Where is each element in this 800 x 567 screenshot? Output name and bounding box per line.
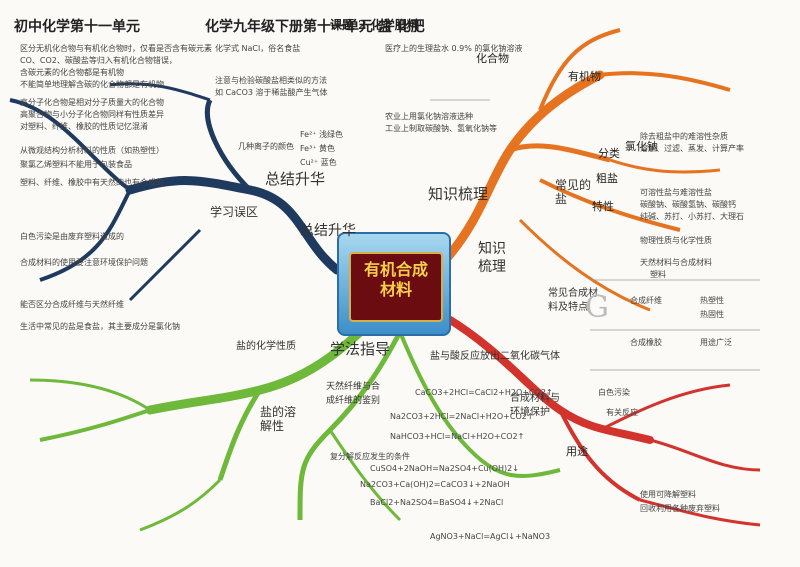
node-use: 用途: [566, 445, 588, 458]
node-neutralization: 盐与酸反应放出二氧化碳气体: [430, 351, 560, 362]
left-note-1: 区分无机化合物与有机化合物时，仅看是否含有碳元素: [20, 44, 212, 53]
left-note-12: 合成材料的使用要注意环境保护问题: [20, 258, 148, 267]
equation-condition: 复分解反应发生的条件: [330, 452, 410, 461]
lr-wide-use: 用途广泛: [700, 338, 732, 347]
right-note-3: 工业上制取碳酸钠、氢氧化钠等: [385, 124, 497, 133]
right-note-10: 天然材料与合成材料: [640, 258, 712, 267]
decorative-g-glyph: G: [585, 290, 609, 325]
node-learning-area: 学习误区: [210, 205, 259, 219]
node-organic: 有机物: [568, 70, 601, 83]
center-tile-inner: 有机合成 材料: [349, 252, 443, 322]
lr-degradable: 使用可降解塑料: [640, 490, 696, 499]
node-summary: 总结升华: [265, 170, 326, 188]
equation-2: Na2CO3+2HCl=2NaCl+H2O+CO2↑: [390, 412, 534, 421]
right-note-7: 碳酸钠、碳酸氢钠、碳酸钙: [640, 200, 736, 209]
left-note-6: 高聚合物与小分子化合物同样有性质差异: [20, 110, 164, 119]
lr-thermoplastic: 热塑性: [700, 296, 724, 305]
equation-4: CuSO4+2NaOH=Na2SO4+Cu(OH)2↓: [370, 464, 519, 473]
node-knowledge-2: 知识梳理: [478, 241, 506, 275]
right-note-6: 可溶性盐与难溶性盐: [640, 188, 712, 197]
node-salt-reaction: 盐的化学性质: [236, 341, 296, 352]
left-note-5: 高分子化合物是相对分子质量大的化合物: [20, 98, 164, 107]
node-organic-compounds: 化合物: [476, 52, 509, 65]
right-note-9: 物理性质与化学性质: [640, 236, 712, 245]
right-note-4: 除去粗盐中的难溶性杂质: [640, 132, 728, 141]
ion-fe3: Fe³⁺ 黄色: [300, 144, 336, 153]
header-center-title: 化学九年级下册第十一单元 盐 化肥: [205, 19, 425, 35]
node-summary-2: 总结升华: [300, 223, 356, 239]
ion-cu2: Cu²⁺ 蓝色: [300, 158, 337, 167]
ion-fe2: Fe²⁺ 浅绿色: [300, 130, 344, 139]
header-left-title: 初中化学第十一单元: [14, 19, 140, 35]
mid-note-3: 如 CaCO3 溶于稀盐酸产生气体: [215, 88, 328, 97]
lr-fiber: 合成纤维: [630, 296, 662, 305]
header-right-title: 课题 2 化学肥料: [330, 18, 419, 32]
left-note-14: 生活中常见的盐是食盐，其主要成分是氯化钠: [20, 322, 180, 331]
node-fiber-id: 天然纤维与合成纤维的鉴别: [326, 382, 381, 406]
left-note-9: 聚氯乙烯塑料不能用于包装食品: [20, 160, 132, 169]
left-note-7: 对塑料、纤维、橡胶的性质记忆混淆: [20, 122, 148, 131]
lr-white-pollution: 白色污染: [598, 388, 630, 397]
node-knowledge: 知识梳理: [428, 185, 489, 203]
right-note-8: 纯碱、苏打、小苏打、大理石: [640, 212, 744, 221]
left-note-10: 塑料、纤维、橡胶中有天然的也有合成的: [20, 178, 164, 187]
center-tile-line2: 材料: [379, 280, 412, 299]
node-common-salt: 常见的盐: [555, 178, 592, 206]
node-study-guide: 学法指导: [330, 340, 391, 358]
lr-recycle: 回收利用各种废弃塑料: [640, 504, 720, 513]
node-organic-materials: 常见合成材料及特点: [548, 288, 598, 313]
node-synthetic-env: 合成材料与环境保护: [510, 393, 560, 418]
right-note-1: 医疗上的生理盐水 0.9% 的氯化钠溶液: [385, 44, 523, 53]
mid-note-1: 化学式 NaCl，俗名食盐: [215, 44, 301, 53]
equation-1: CaCO3+2HCl=CaCl2+H2O+CO2↑: [415, 388, 553, 397]
equation-5: Na2CO3+Ca(OH)2=CaCO3↓+2NaOH: [360, 480, 510, 489]
node-crude-salt: 粗盐: [596, 172, 618, 185]
center-tile-title: 有机合成 材料: [351, 260, 441, 300]
node-salt-solubility: 盐的溶解性: [260, 405, 297, 433]
left-note-11: 白色污染是由废弃塑料造成的: [20, 232, 124, 241]
equation-3: NaHCO3+HCl=NaCl+H2O+CO2↑: [390, 432, 525, 441]
ion-colors-label: 几种离子的颜色: [238, 142, 294, 151]
lr-plastic: 塑料: [650, 270, 666, 279]
center-tile: 有机合成 材料: [337, 232, 451, 336]
left-note-2: CO、CO2、碳酸盐等归入有机化合物错误，: [20, 56, 177, 65]
right-note-2: 农业上用氯化钠溶液选种: [385, 112, 473, 121]
right-note-5: 溶解、过滤、蒸发、计算产率: [640, 144, 744, 153]
left-note-8: 从微观结构分析材料的性质（如热塑性）: [20, 146, 164, 155]
node-classify: 分类: [598, 147, 620, 160]
equation-7: AgNO3+NaCl=AgCl↓+NaNO3: [430, 532, 551, 541]
mid-note-2: 注意与检验碳酸盐相类似的方法: [215, 76, 327, 85]
left-note-13: 能否区分合成纤维与天然纤维: [20, 300, 124, 309]
lr-rubber: 合成橡胶: [630, 338, 662, 347]
left-note-3: 含碳元素的化合物都是有机物: [20, 68, 124, 77]
equation-6: BaCl2+Na2SO4=BaSO4↓+2NaCl: [370, 498, 504, 507]
node-nacl: 氯化钠: [625, 140, 658, 153]
lr-thermoset: 热固性: [700, 310, 724, 319]
left-note-4: 不能简单地理解含碳的化合物都是有机物: [20, 80, 164, 89]
lr-reaction: 有关反应: [606, 408, 638, 417]
center-tile-line1: 有机合成: [363, 260, 428, 279]
node-properties: 特性: [592, 200, 614, 213]
